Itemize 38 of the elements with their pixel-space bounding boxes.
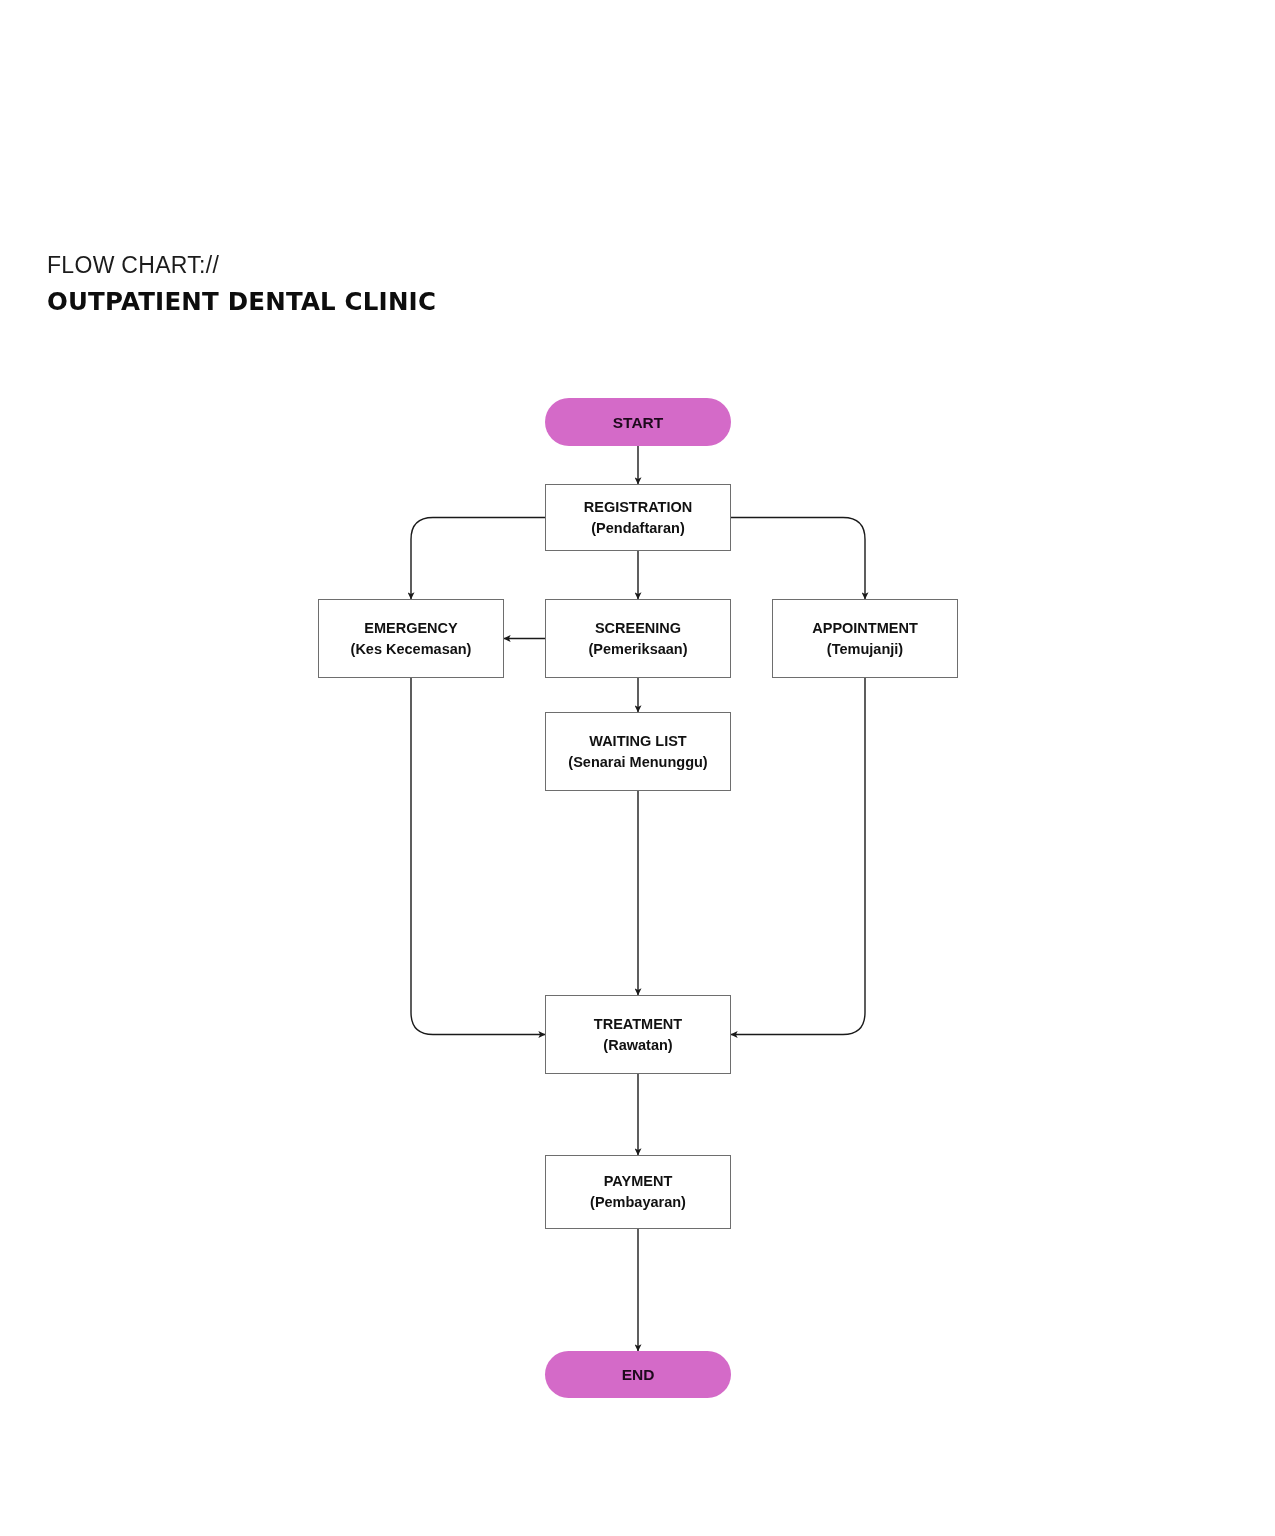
arrow — [634, 445, 642, 485]
arrow — [634, 790, 642, 996]
process-box — [545, 712, 731, 791]
arrow — [503, 635, 546, 642]
arrow — [407, 516, 546, 600]
step-translation: (Rawatan) — [603, 1035, 673, 1055]
step-translation: (Temujanji) — [826, 639, 904, 659]
arrow — [410, 677, 546, 1038]
terminal-pill — [545, 398, 731, 446]
step-translation: (Kes Kecemasan) — [350, 639, 472, 659]
process-box — [545, 1155, 731, 1229]
step-name: END — [621, 1365, 655, 1385]
arrow — [634, 1228, 642, 1352]
step-name: SCREENING — [594, 618, 682, 638]
step-name: APPOINTMENT — [812, 618, 918, 638]
process-box — [545, 995, 731, 1074]
step-translation: (Pembayaran) — [590, 1193, 686, 1212]
arrow — [730, 516, 869, 600]
step-name: EMERGENCY — [364, 618, 458, 638]
arrow — [730, 677, 866, 1038]
step-translation: (Pemeriksaan) — [588, 639, 688, 659]
process-box — [545, 484, 731, 551]
arrow — [634, 1073, 642, 1156]
terminal-pill — [545, 1351, 731, 1398]
step-name: TREATMENT — [593, 1014, 683, 1034]
step-name: REGISTRATION — [583, 497, 693, 517]
step-name: PAYMENT — [603, 1172, 673, 1191]
process-box — [318, 599, 504, 678]
arrow — [634, 677, 642, 713]
step-translation: (Senarai Menunggu) — [568, 752, 708, 772]
step-name: WAITING LIST — [589, 731, 687, 751]
process-box — [772, 599, 958, 678]
chart-title: OUTPATIENT DENTAL CLINIC — [47, 287, 437, 316]
step-translation: (Pendaftaran) — [591, 518, 685, 538]
chart-subtitle: FLOW CHART:// — [47, 252, 220, 279]
process-box — [545, 599, 731, 678]
arrow — [634, 550, 642, 600]
step-name: START — [612, 412, 664, 433]
